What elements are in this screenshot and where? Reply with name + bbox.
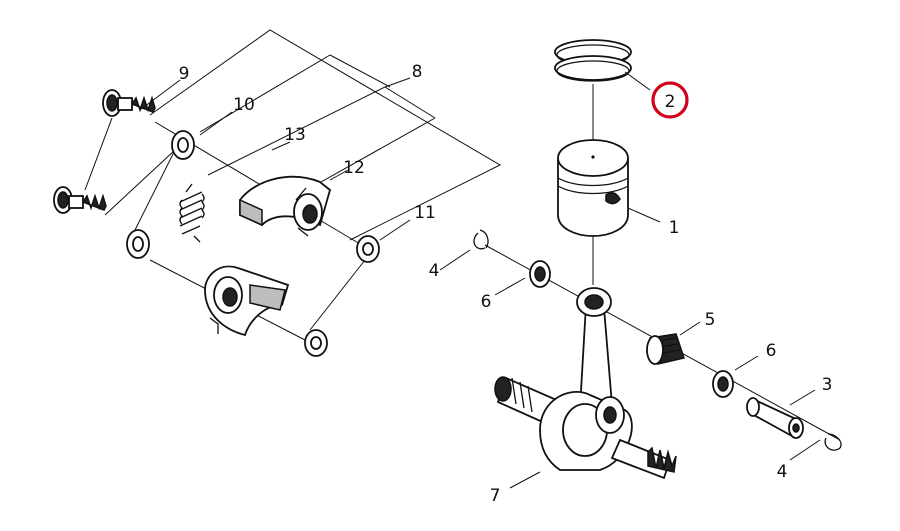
clutch-bolt-lower: [53, 186, 107, 214]
washer-upper-left: [171, 130, 195, 160]
needle-bearing: [646, 333, 685, 365]
callout-12: 12: [343, 158, 365, 178]
washer-right-upper: [356, 235, 380, 263]
crankshaft: [494, 287, 677, 480]
clutch-bolt-upper: [102, 89, 156, 117]
callout-7: 7: [490, 486, 501, 506]
piston: [557, 139, 629, 237]
thrust-washer-left: [529, 260, 551, 288]
callout-8: 8: [412, 62, 423, 82]
circlip-right: [824, 433, 842, 451]
leader-lines: [139, 71, 821, 489]
washer-right-lower: [304, 329, 328, 357]
callout-3: 3: [822, 375, 833, 395]
clutch-shoe-upper: [239, 175, 332, 237]
callout-4-right: 4: [777, 462, 788, 482]
callout-labels: 9 10 8 13 12 11 1 3 4 4 5 6 6 7: [179, 62, 833, 506]
callout-11: 11: [414, 203, 436, 223]
callout-2: 2: [665, 92, 676, 112]
circlip-left: [473, 229, 489, 250]
callout-13: 13: [284, 125, 306, 145]
clutch-spring: [179, 183, 205, 243]
clutch-shoe-lower: [204, 265, 290, 337]
washer-lower-left: [126, 229, 150, 259]
piston-rings: [554, 39, 632, 82]
callout-10: 10: [233, 95, 255, 115]
callout-5: 5: [705, 310, 716, 330]
callout-2-highlight: 2: [651, 81, 689, 119]
thrust-washer-right: [712, 370, 734, 398]
callout-6-left: 6: [481, 292, 492, 312]
callout-6-right: 6: [766, 341, 777, 361]
callout-4-left: 4: [429, 261, 440, 281]
callout-9: 9: [179, 64, 190, 84]
piston-pin: [746, 397, 804, 439]
callout-1: 1: [669, 218, 680, 238]
